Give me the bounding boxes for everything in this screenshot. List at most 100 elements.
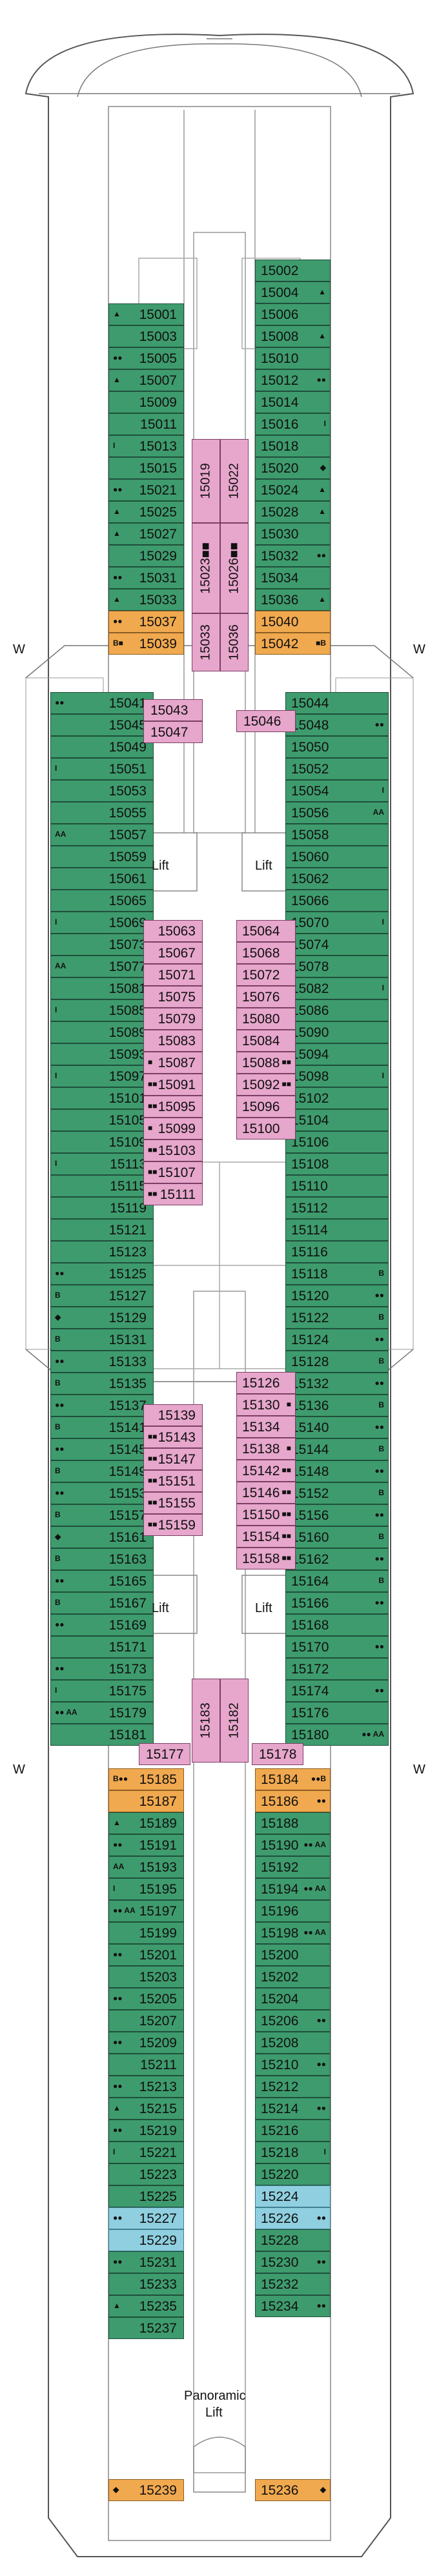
cabin-15182[interactable]: 15182 bbox=[220, 1679, 249, 1763]
cabin-15207[interactable]: 15207 bbox=[108, 2010, 184, 2032]
cabin-15002[interactable]: 15002 bbox=[255, 260, 331, 281]
cabin-15015[interactable]: 15015 bbox=[108, 457, 184, 479]
cabin-15107[interactable]: ■■15107 bbox=[143, 1161, 203, 1183]
cabin-15192[interactable]: 15192 bbox=[255, 1856, 331, 1878]
cabin-15170[interactable]: ●●15170 bbox=[285, 1636, 389, 1658]
cabin-15020[interactable]: ◆15020 bbox=[255, 457, 331, 479]
cabin-15120[interactable]: ●●15120 bbox=[285, 1285, 389, 1307]
cabin-15024[interactable]: ▲15024 bbox=[255, 479, 331, 501]
cabin-15012[interactable]: ●●15012 bbox=[255, 369, 331, 391]
cabin-15205[interactable]: ●●15205 bbox=[108, 1988, 184, 2010]
cabin-15040[interactable]: 15040 bbox=[255, 611, 331, 633]
cabin-15139[interactable]: 15139 bbox=[143, 1404, 203, 1426]
cabin-15169[interactable]: ●●15169 bbox=[50, 1614, 154, 1636]
cabin-15137[interactable]: ●●15137 bbox=[50, 1395, 154, 1416]
cabin-15132[interactable]: ●●15132 bbox=[285, 1373, 389, 1395]
cabin-15103[interactable]: ■■15103 bbox=[143, 1140, 203, 1161]
cabin-15004[interactable]: ▲15004 bbox=[255, 281, 331, 303]
cabin-15096[interactable]: 15096 bbox=[236, 1096, 296, 1118]
cabin-15018[interactable]: 15018 bbox=[255, 435, 331, 457]
cabin-15143[interactable]: ■■15143 bbox=[143, 1426, 203, 1448]
cabin-15146[interactable]: ■■15146 bbox=[236, 1482, 296, 1504]
cabin-15026■■[interactable]: 15026■■ bbox=[220, 523, 249, 613]
cabin-15162[interactable]: ●●15162 bbox=[285, 1548, 389, 1570]
cabin-15119[interactable]: 15119 bbox=[50, 1197, 154, 1219]
cabin-15101[interactable]: 15101 bbox=[50, 1087, 154, 1109]
cabin-15203[interactable]: 15203 bbox=[108, 1966, 184, 1988]
cabin-15108[interactable]: 15108 bbox=[285, 1153, 389, 1175]
cabin-15093[interactable]: 15093 bbox=[50, 1043, 154, 1065]
cabin-15081[interactable]: 15081 bbox=[50, 977, 154, 999]
cabin-15111[interactable]: ■■15111 bbox=[143, 1183, 203, 1205]
cabin-15212[interactable]: 15212 bbox=[255, 2076, 331, 2098]
cabin-15209[interactable]: ●●15209 bbox=[108, 2032, 184, 2054]
cabin-15011[interactable]: 15011 bbox=[108, 413, 184, 435]
cabin-15102[interactable]: 15102 bbox=[285, 1087, 389, 1109]
cabin-15172[interactable]: 15172 bbox=[285, 1658, 389, 1680]
cabin-15058[interactable]: 15058 bbox=[285, 824, 389, 846]
cabin-15228[interactable]: 15228 bbox=[255, 2229, 331, 2251]
cabin-15233[interactable]: 15233 bbox=[108, 2273, 184, 2295]
cabin-15084[interactable]: 15084 bbox=[236, 1030, 296, 1052]
cabin-15142[interactable]: ■■15142 bbox=[236, 1460, 296, 1482]
cabin-15019[interactable]: 15019 bbox=[192, 439, 220, 523]
cabin-15055[interactable]: 15055 bbox=[50, 802, 154, 824]
cabin-15148[interactable]: ●●15148 bbox=[285, 1460, 389, 1482]
cabin-15091[interactable]: ■■15091 bbox=[143, 1074, 203, 1096]
cabin-15110[interactable]: 15110 bbox=[285, 1175, 389, 1197]
cabin-15043[interactable]: 15043 bbox=[143, 699, 203, 721]
cabin-15046[interactable]: 15046 bbox=[236, 710, 296, 732]
cabin-15022[interactable]: 15022 bbox=[220, 439, 249, 523]
cabin-15124[interactable]: ●●15124 bbox=[285, 1329, 389, 1351]
cabin-15166[interactable]: ●●15166 bbox=[285, 1592, 389, 1614]
cabin-15025[interactable]: ▲15025 bbox=[108, 501, 184, 523]
cabin-15225[interactable]: 15225 bbox=[108, 2185, 184, 2207]
cabin-15029[interactable]: 15029 bbox=[108, 545, 184, 567]
cabin-15227[interactable]: ●●15227 bbox=[108, 2207, 184, 2229]
cabin-15049[interactable]: 15049 bbox=[50, 736, 154, 758]
cabin-15211[interactable]: 15211 bbox=[108, 2054, 184, 2076]
cabin-15206[interactable]: ●●15206 bbox=[255, 2010, 331, 2032]
cabin-15064[interactable]: 15064 bbox=[236, 920, 296, 942]
cabin-15033[interactable]: ▲15033 bbox=[108, 589, 184, 611]
cabin-15028[interactable]: ▲15028 bbox=[255, 501, 331, 523]
cabin-15153[interactable]: ●●15153 bbox=[50, 1482, 154, 1504]
cabin-15092[interactable]: ■■15092 bbox=[236, 1074, 296, 1096]
cabin-15239[interactable]: ◆15239 bbox=[108, 2479, 184, 2501]
cabin-15186[interactable]: ●●15186 bbox=[255, 1790, 331, 1812]
cabin-15176[interactable]: 15176 bbox=[285, 1702, 389, 1724]
cabin-15201[interactable]: ●●15201 bbox=[108, 1944, 184, 1966]
cabin-15039[interactable]: B■15039 bbox=[108, 633, 184, 655]
cabin-15159[interactable]: ■■15159 bbox=[143, 1514, 203, 1536]
cabin-15220[interactable]: 15220 bbox=[255, 2163, 331, 2185]
cabin-15068[interactable]: 15068 bbox=[236, 942, 296, 964]
cabin-15036[interactable]: ▲15036 bbox=[255, 589, 331, 611]
cabin-15121[interactable]: 15121 bbox=[50, 1219, 154, 1241]
cabin-15145[interactable]: ●●15145 bbox=[50, 1438, 154, 1460]
cabin-15150[interactable]: ■■15150 bbox=[236, 1504, 296, 1526]
cabin-15202[interactable]: 15202 bbox=[255, 1966, 331, 1988]
cabin-15032[interactable]: ●●15032 bbox=[255, 545, 331, 567]
cabin-15188[interactable]: 15188 bbox=[255, 1812, 331, 1834]
cabin-15154[interactable]: ■■15154 bbox=[236, 1526, 296, 1548]
cabin-15191[interactable]: ●●15191 bbox=[108, 1834, 184, 1856]
cabin-15213[interactable]: ●●15213 bbox=[108, 2076, 184, 2098]
cabin-15105[interactable]: 15105 bbox=[50, 1109, 154, 1131]
cabin-15185[interactable]: B●●15185 bbox=[108, 1768, 184, 1790]
